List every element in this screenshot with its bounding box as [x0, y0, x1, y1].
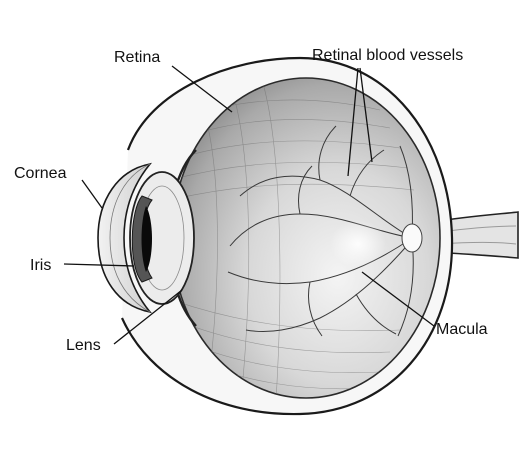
label-macula: Macula: [436, 321, 488, 338]
label-retinal-blood-vessels: Retinal blood vessels: [312, 47, 463, 64]
label-lens: Lens: [66, 337, 101, 354]
label-cornea: Cornea: [14, 165, 67, 182]
optic-disc: [402, 224, 422, 252]
label-iris: Iris: [30, 257, 51, 274]
cornea-leader: [82, 180, 102, 208]
macula-region: [330, 220, 386, 268]
label-retina: Retina: [114, 49, 160, 66]
